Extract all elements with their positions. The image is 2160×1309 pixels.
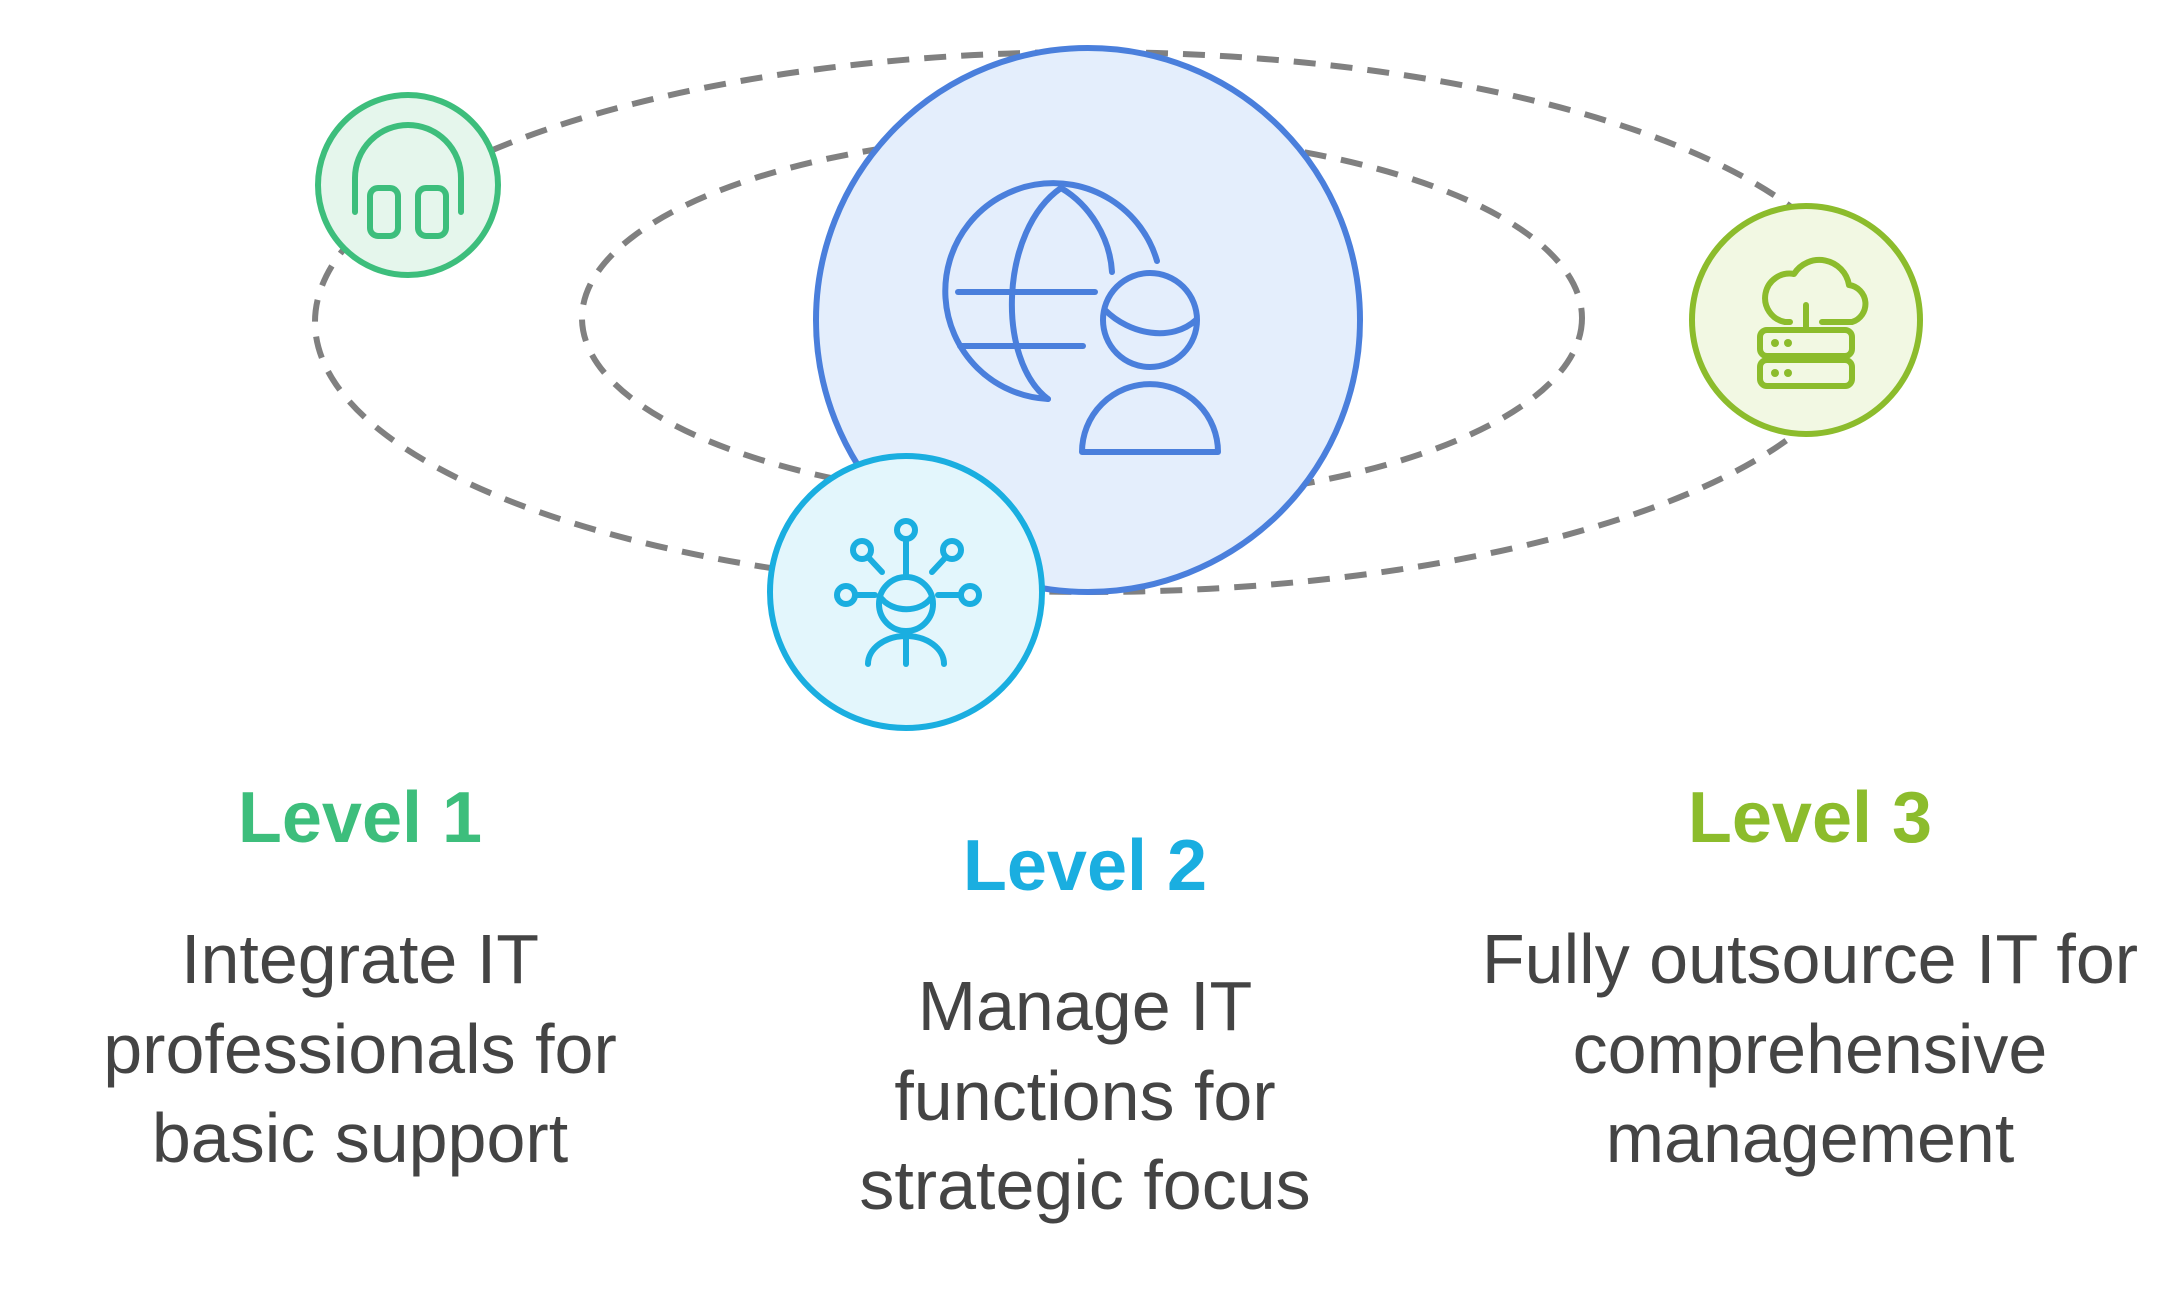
level-1-description: Integrate IT professionals for basic sup… [103, 920, 617, 1178]
server-led-dots [1771, 339, 1792, 377]
level-2-node [767, 453, 1045, 731]
globe-user-icon [942, 180, 1221, 455]
cloud-server-icon [1757, 256, 1869, 389]
level-3-description: Fully outsource IT for comprehensive man… [1481, 920, 2139, 1178]
level-1-title: Level 1 [237, 778, 483, 858]
level-2-title: Level 2 [962, 826, 1208, 906]
headset-icon [352, 122, 464, 239]
network-user-icon [834, 518, 982, 667]
level-3-node [1689, 203, 1923, 437]
level-2-description: Manage IT functions for strategic focus [859, 967, 1311, 1225]
level-1-node [315, 92, 501, 278]
level-3-title: Level 3 [1687, 778, 1933, 858]
center-node [813, 45, 1363, 595]
